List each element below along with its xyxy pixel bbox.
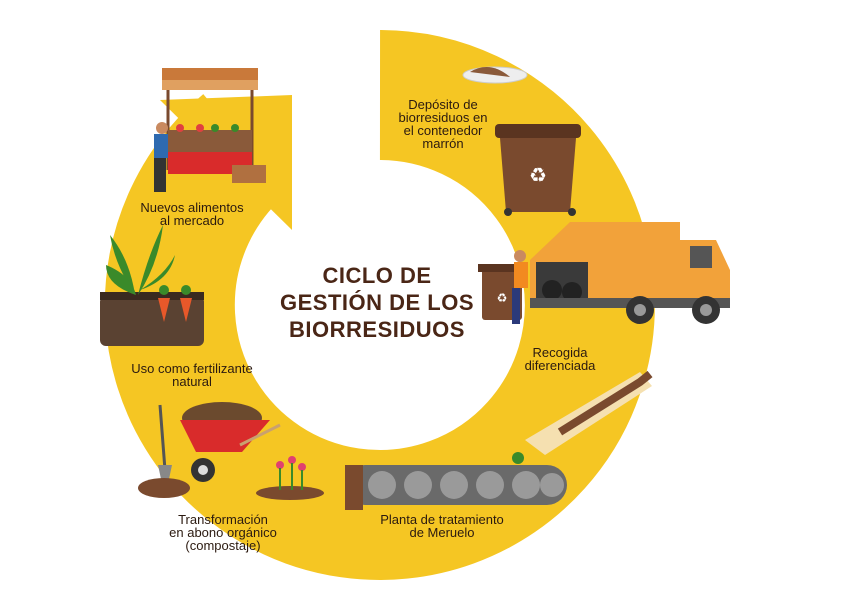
svg-text:♻: ♻: [529, 165, 547, 187]
wheelbarrow-compost-icon: [138, 402, 324, 500]
brown-bin-icon: ♻: [462, 66, 581, 216]
step-label-composting: Transformación en abono orgánico (compos…: [169, 512, 277, 553]
diagram-title: CICLO DE GESTIÓN DE LOS BIORRESIDUOS: [279, 263, 475, 342]
step-label-market: Nuevos alimentos al mercado: [140, 200, 244, 228]
garbage-truck-icon: ♻: [478, 222, 730, 324]
step-label-collection: Recogida diferenciada: [524, 345, 596, 373]
step-label-fertilizer: Uso como fertilizante natural: [131, 361, 253, 389]
market-stall-icon: [154, 68, 266, 192]
step-label-deposit: Depósito de biorresiduos en el contenedo…: [398, 97, 488, 151]
plants-soil-icon: [100, 225, 204, 346]
svg-text:♻: ♻: [497, 291, 508, 305]
conveyor-belt-icon: [345, 370, 653, 510]
step-label-treatment-plant: Planta de tratamiento de Meruelo: [380, 512, 504, 540]
